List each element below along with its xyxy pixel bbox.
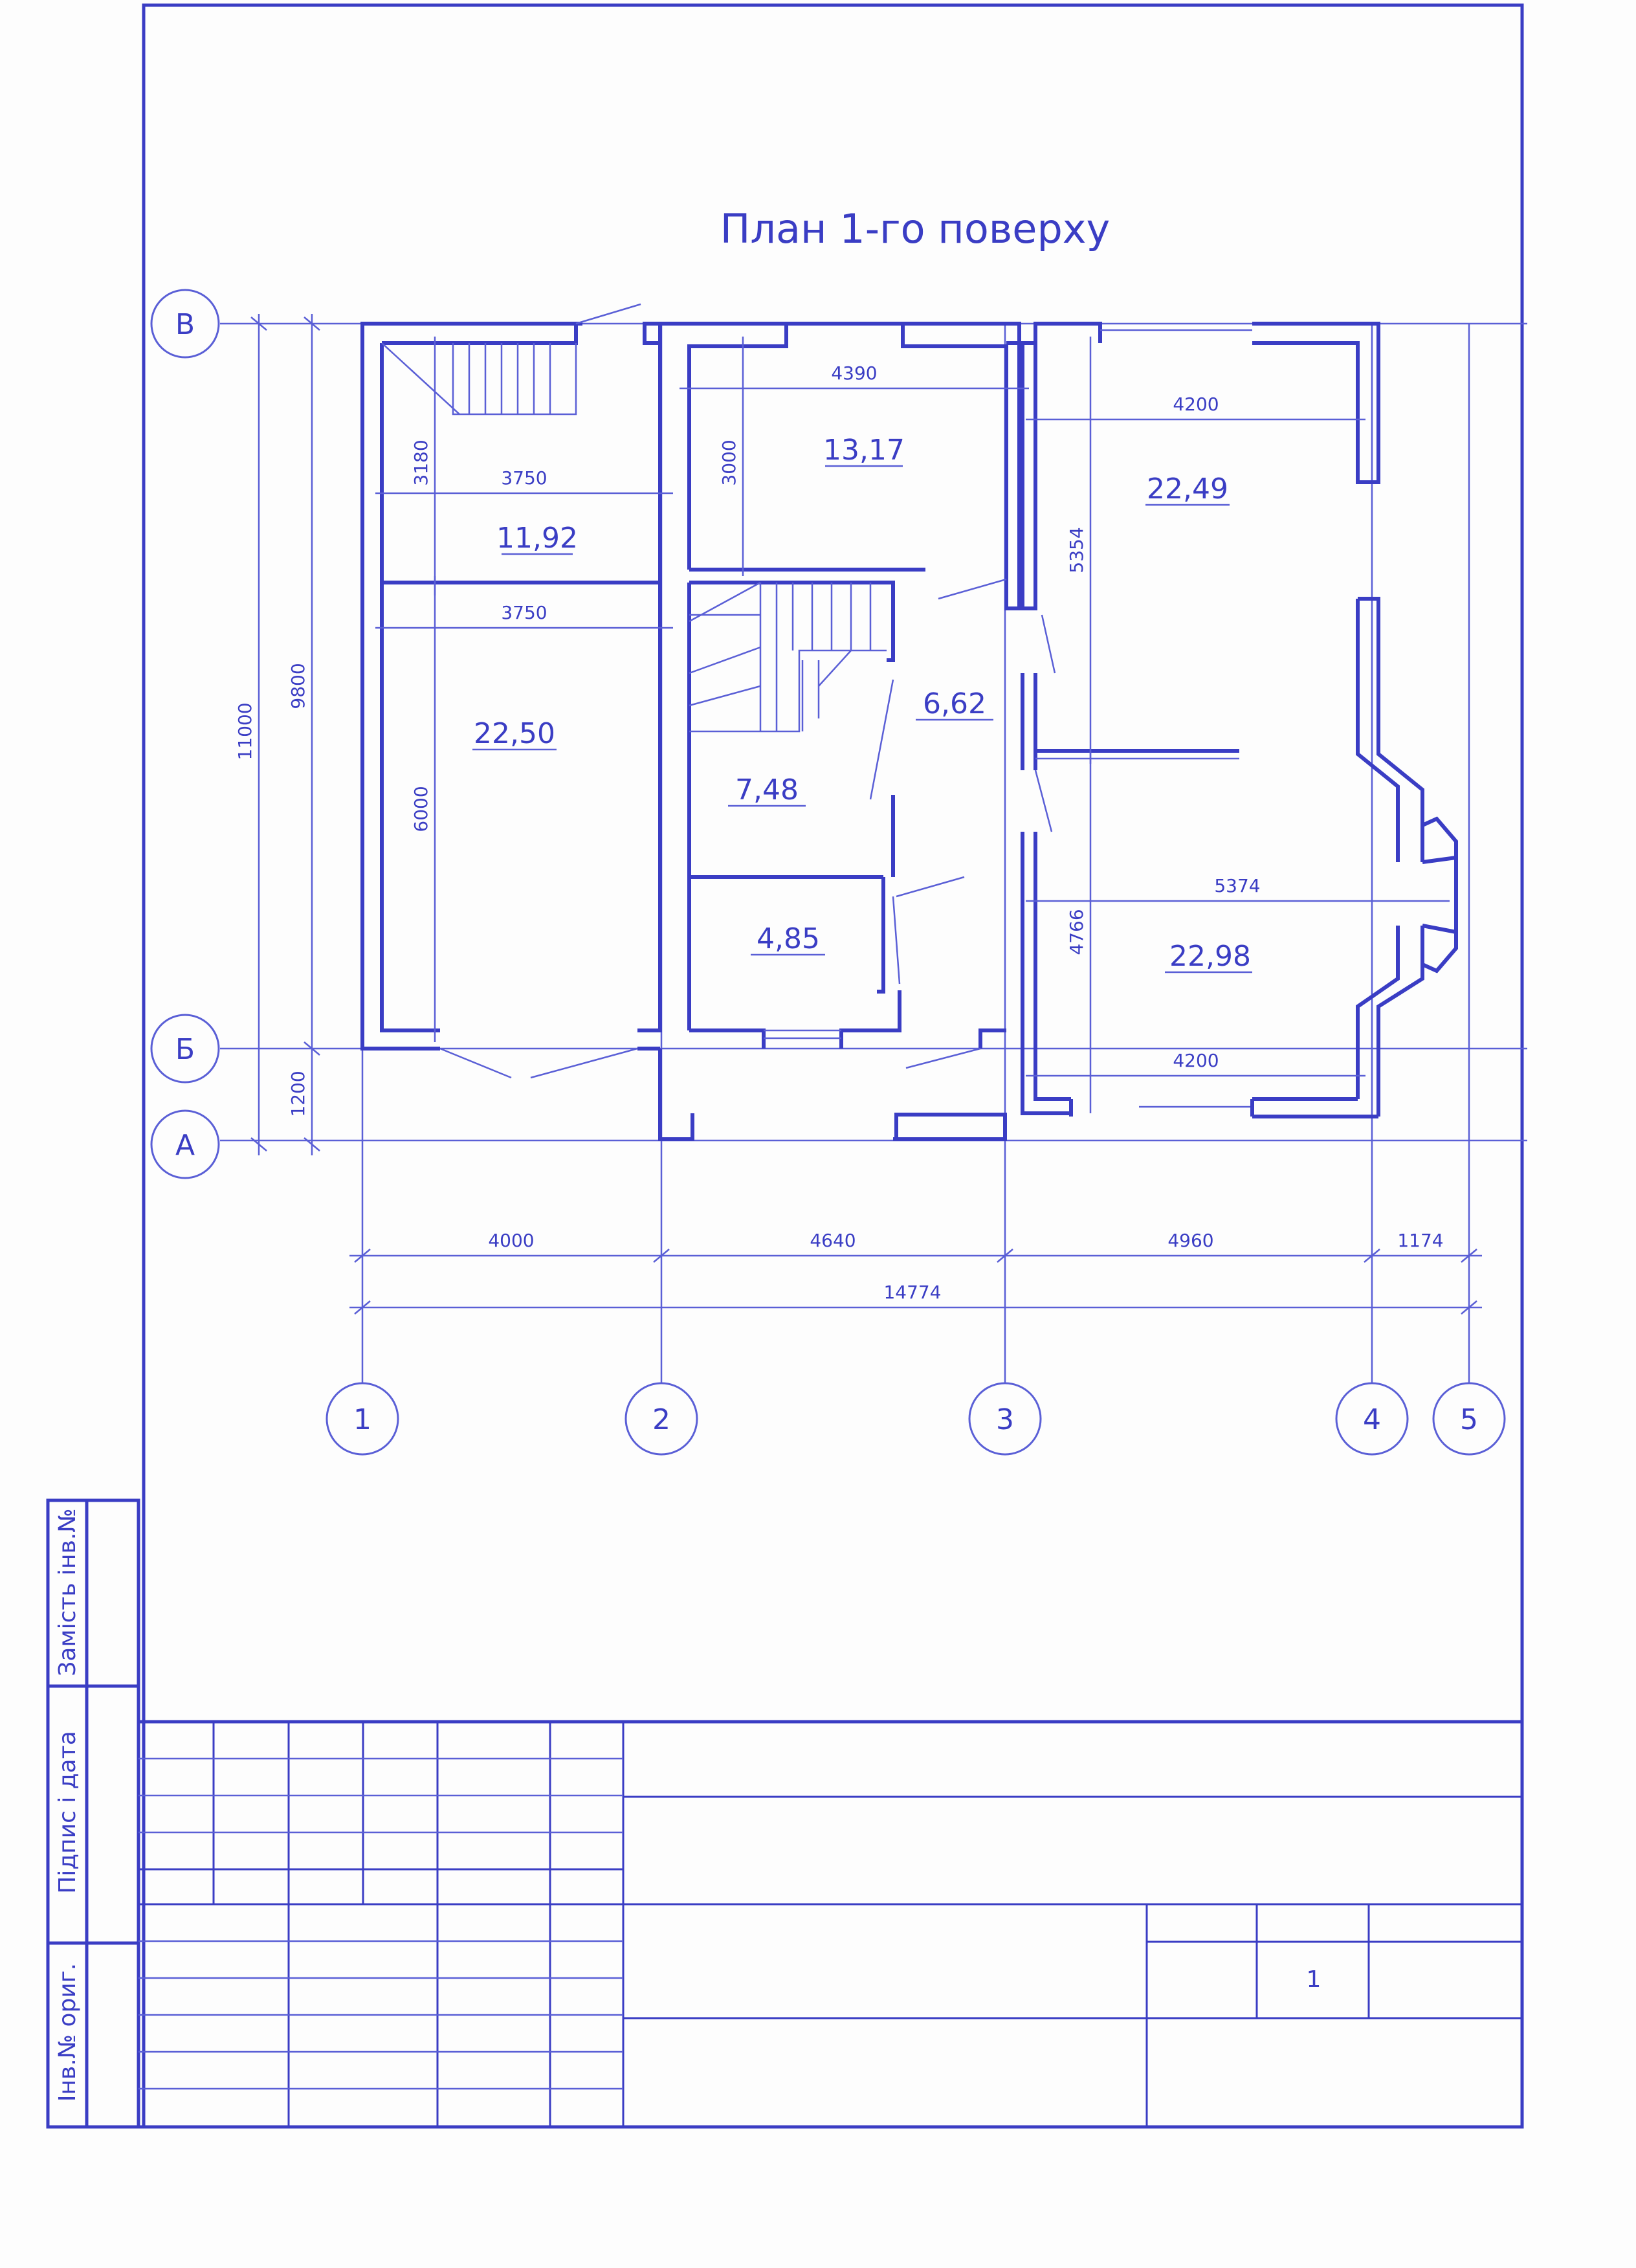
- dim-overall-width: 14774: [883, 1282, 941, 1303]
- dim-dining-width-mid: 5374: [1214, 875, 1260, 896]
- room-area-hall: 6,62: [923, 687, 986, 720]
- axis-marker-v: [150, 289, 220, 359]
- axis-label-3: 3: [996, 1403, 1014, 1436]
- dim-living-depth: 5354: [1066, 527, 1087, 573]
- dim-kitchen-depth: 3000: [718, 439, 740, 485]
- external-dimensions: 11000 9800 1200 4000 4640 4960 1174 1477…: [234, 314, 1482, 1315]
- dim-dining-width-bottom: 4200: [1173, 1050, 1219, 1071]
- dim-depth-v-b: 9800: [287, 663, 309, 709]
- dim-kitchen-width: 4390: [831, 362, 877, 384]
- side-label-replaces: Замість інв.№: [54, 1508, 81, 1676]
- dim-garage-upper: 3180: [410, 439, 432, 485]
- room-area-living: 22,49: [1147, 472, 1228, 506]
- dim-garage-lower: 6000: [410, 786, 432, 832]
- dim-garage-width-mid: 3750: [501, 602, 547, 623]
- side-stamp: Замість інв.№ Підпис і дата Інв.№ ориг.: [46, 1498, 140, 2129]
- axis-label-1: 1: [353, 1403, 371, 1436]
- title-block: 1: [137, 1720, 1524, 2129]
- axis-label-v: В: [175, 308, 195, 341]
- room-area-dining: 22,98: [1169, 940, 1251, 973]
- side-label-sign-date: Підпис і дата: [54, 1731, 81, 1894]
- room-area-storage: 7,48: [735, 773, 799, 806]
- dim-bay-2-3: 4640: [810, 1230, 856, 1251]
- internal-dimensions: 3750 3750 3180 6000 4390 3000 4200 5354 …: [375, 337, 1450, 1113]
- dim-garage-width-top: 3750: [501, 467, 547, 489]
- room-area-boiler: 11,92: [496, 522, 578, 555]
- column-axis-markers: 1 2 3 4 5: [326, 1382, 1506, 1456]
- side-label-inv-orig: Інв.№ ориг.: [54, 1963, 81, 2102]
- dim-living-width: 4200: [1173, 394, 1219, 415]
- stairs: [381, 342, 887, 733]
- room-areas: 22,50 11,92 13,17 6,62 7,48 4,85 22,49 2…: [472, 434, 1252, 973]
- dim-bay-3-4: 4960: [1167, 1230, 1213, 1251]
- axis-label-5: 5: [1460, 1403, 1478, 1436]
- room-area-garage: 22,50: [474, 717, 555, 750]
- walls: [360, 303, 1458, 1141]
- drawing-title: План 1-го поверху: [720, 205, 1110, 252]
- axis-marker-a: [150, 1109, 220, 1179]
- row-axis-markers: В Б А: [150, 289, 220, 1179]
- axis-marker-2: [625, 1382, 698, 1456]
- axis-marker-4: [1335, 1382, 1409, 1456]
- axis-label-b: Б: [175, 1033, 195, 1066]
- axis-marker-3: [968, 1382, 1042, 1456]
- axis-label-4: 4: [1363, 1403, 1381, 1436]
- dim-dining-depth: 4766: [1066, 909, 1087, 955]
- room-area-kitchen: 13,17: [823, 434, 905, 467]
- dim-bay-4-5: 1174: [1397, 1230, 1443, 1251]
- room-area-bath: 4,85: [757, 922, 820, 955]
- axis-label-a: А: [175, 1129, 195, 1162]
- dim-depth-b-a: 1200: [287, 1071, 309, 1117]
- axis-marker-1: [326, 1382, 399, 1456]
- axis-marker-5: [1432, 1382, 1506, 1456]
- title-block-rows: [138, 1757, 623, 2090]
- dim-overall-depth: 11000: [234, 702, 256, 760]
- sheet-number: 1: [1307, 1966, 1321, 1993]
- dim-bay-1-2: 4000: [488, 1230, 534, 1251]
- axis-label-2: 2: [652, 1403, 670, 1436]
- axis-marker-b: [150, 1014, 220, 1084]
